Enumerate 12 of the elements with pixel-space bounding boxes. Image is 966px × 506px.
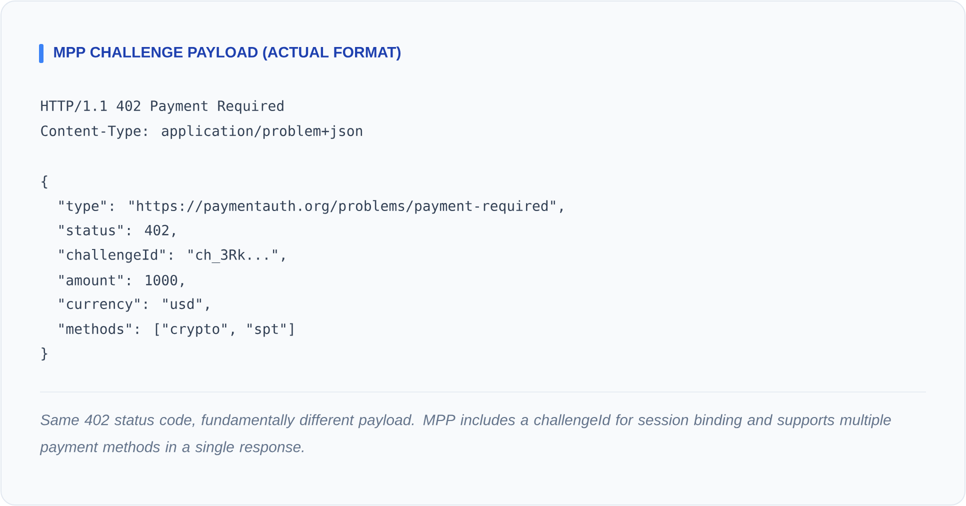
code-line: HTTP/1.1 402 Payment Required (41, 100, 284, 114)
code-line: "methods": ["crypto", "spt"] (60, 323, 293, 337)
code-line: "amount": 1000, (60, 274, 184, 288)
card-title: MPP CHALLENGE PAYLOAD (ACTUAL FORMAT) (54, 46, 400, 60)
code-line: { (42, 176, 48, 188)
code-line: "challengeId": "ch_3Rk...", (60, 249, 284, 264)
code-line: Content-Type: application/problem+json (41, 125, 362, 139)
code-line: "status": 402, (60, 224, 175, 238)
code-line: "type": "https://paymentauth.org/problems/payment-required", (60, 200, 562, 214)
code-line: } (42, 348, 48, 360)
code-line: "currency": "usd", (60, 298, 208, 312)
caption-text: Same 402 status code, fundamentally different payload. MPP includes a challengeId for session binding and supports multiple payment methods in a single response. (40, 414, 891, 456)
